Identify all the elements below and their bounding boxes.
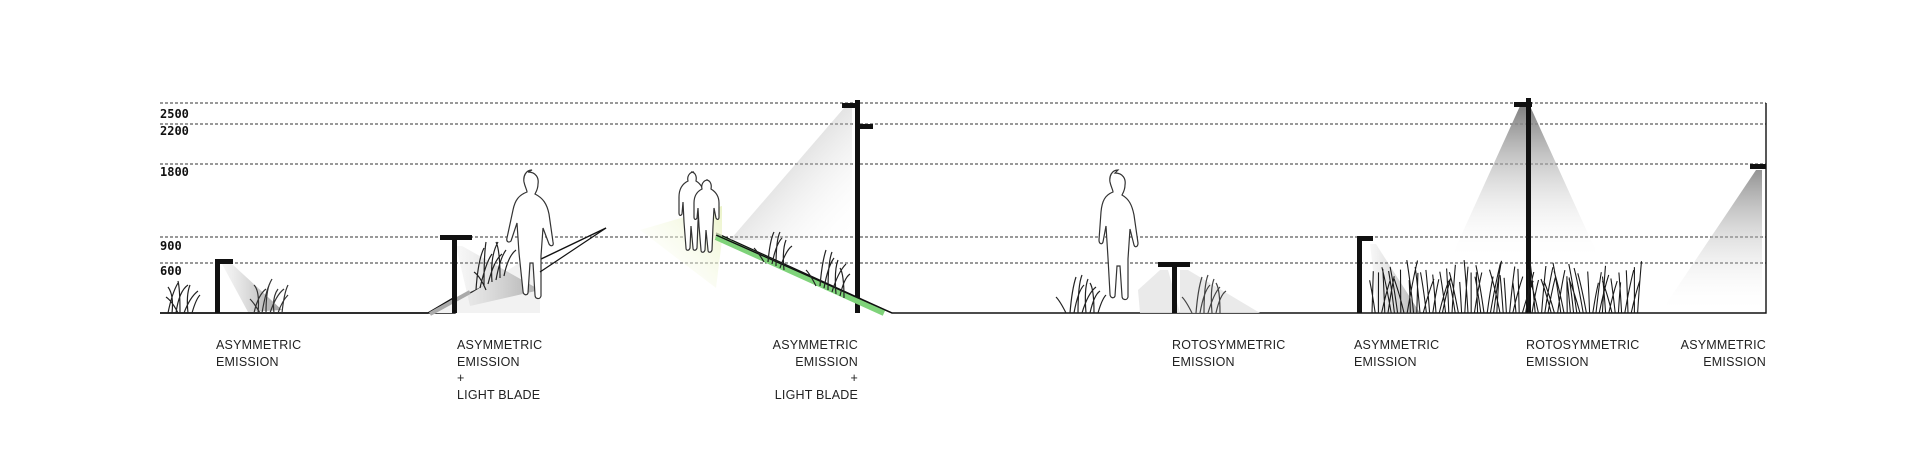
- light-blade-3: [714, 234, 886, 316]
- fixture-3: [730, 100, 873, 313]
- pole-6: [1526, 98, 1531, 313]
- head-6: [1514, 102, 1532, 107]
- caption-4-line-2: EMISSION: [1172, 354, 1235, 369]
- grass-clump-6: [1181, 274, 1227, 314]
- caption-6-line-2: EMISSION: [1526, 354, 1589, 369]
- fixture-6: [1514, 98, 1532, 313]
- person-silhouette-2: [1098, 169, 1139, 301]
- grass-clump-5: [1055, 274, 1107, 314]
- caption-2: ASYMMETRIC EMISSION + LIGHT BLADE: [457, 337, 542, 403]
- slope-edge-left: [429, 290, 471, 316]
- arm-5: [1357, 236, 1373, 241]
- height-label-900: 900: [160, 239, 182, 253]
- dense-grass-blades: [1369, 260, 1643, 314]
- head-7: [1750, 164, 1766, 169]
- head-4: [1158, 262, 1190, 267]
- slope-fill-left: [432, 250, 540, 313]
- people-pair-silhouette: [678, 171, 720, 253]
- beam-2: [456, 246, 540, 306]
- caption-2-line-2: EMISSION: [457, 354, 520, 369]
- grass-clump-4: [753, 231, 851, 299]
- caption-5-line-1: ASYMMETRIC: [1354, 338, 1440, 352]
- pole-3: [855, 100, 860, 313]
- fixture-2: [440, 235, 540, 313]
- fixture-4: [1158, 262, 1190, 313]
- caption-7: ASYMMETRIC EMISSION: [1666, 337, 1766, 370]
- caption-6: ROTOSYMMETRIC EMISSION: [1526, 337, 1639, 370]
- height-labels: 2500 2200 1800 900 600: [160, 107, 189, 278]
- caption-7-line-1: ASYMMETRIC: [1680, 338, 1766, 352]
- ground-profile: [160, 295, 456, 314]
- fixture-7: [1750, 164, 1766, 169]
- caption-4: ROTOSYMMETRIC EMISSION: [1172, 337, 1285, 370]
- person-silhouette-1: [506, 169, 554, 300]
- pole-2: [452, 235, 457, 313]
- caption-1: ASYMMETRIC EMISSION: [216, 337, 301, 370]
- caption-3-line-3: +: [850, 371, 858, 385]
- caption-2-line-4: LIGHT BLADE: [457, 387, 541, 402]
- caption-7-line-2: EMISSION: [1703, 354, 1766, 369]
- caption-3: ASYMMETRIC EMISSION + LIGHT BLADE: [760, 337, 858, 403]
- caption-1-line-1: ASYMMETRIC: [216, 338, 302, 352]
- light-blade-2: [539, 227, 607, 273]
- head-3: [842, 103, 860, 108]
- pole-5: [1357, 236, 1362, 313]
- beam-3: [730, 108, 852, 240]
- caption-3-line-2: EMISSION: [795, 354, 858, 369]
- arm-2: [440, 235, 472, 240]
- grass-clump-1: [165, 280, 201, 314]
- caption-3-line-1: ASYMMETRIC: [772, 338, 858, 352]
- caption-3-line-4: LIGHT BLADE: [774, 387, 858, 402]
- beam-5: [1370, 244, 1420, 313]
- grass-clump-3: [473, 241, 517, 291]
- slope-3: [715, 234, 893, 314]
- caption-6-line-1: ROTOSYMMETRIC: [1526, 338, 1640, 352]
- fixture-1: [215, 259, 282, 313]
- beam-4-left: [1138, 270, 1180, 313]
- caption-2-line-3: +: [457, 371, 465, 385]
- beam-6: [1450, 106, 1600, 260]
- caption-4-line-1: ROTOSYMMETRIC: [1172, 338, 1286, 352]
- height-reference-lines: [160, 102, 1766, 264]
- arm-3b: [855, 124, 873, 129]
- height-label-1800: 1800: [160, 165, 189, 179]
- pole-1: [215, 259, 220, 313]
- caption-5-line-2: EMISSION: [1354, 354, 1417, 369]
- caption-1-line-2: EMISSION: [216, 354, 279, 369]
- height-label-2500: 2500: [160, 107, 189, 121]
- beam-7: [1660, 170, 1762, 313]
- fixture-5: [1357, 236, 1373, 313]
- arm-1: [215, 259, 233, 264]
- beam-4-right: [1180, 270, 1260, 313]
- height-label-2200: 2200: [160, 124, 189, 138]
- grass-clump-2: [249, 278, 289, 314]
- pole-4: [1172, 262, 1177, 313]
- height-label-600: 600: [160, 264, 182, 278]
- dense-grass-band: [1369, 260, 1643, 314]
- caption-2-line-1: ASYMMETRIC: [457, 338, 543, 352]
- caption-5: ASYMMETRIC EMISSION: [1354, 337, 1439, 370]
